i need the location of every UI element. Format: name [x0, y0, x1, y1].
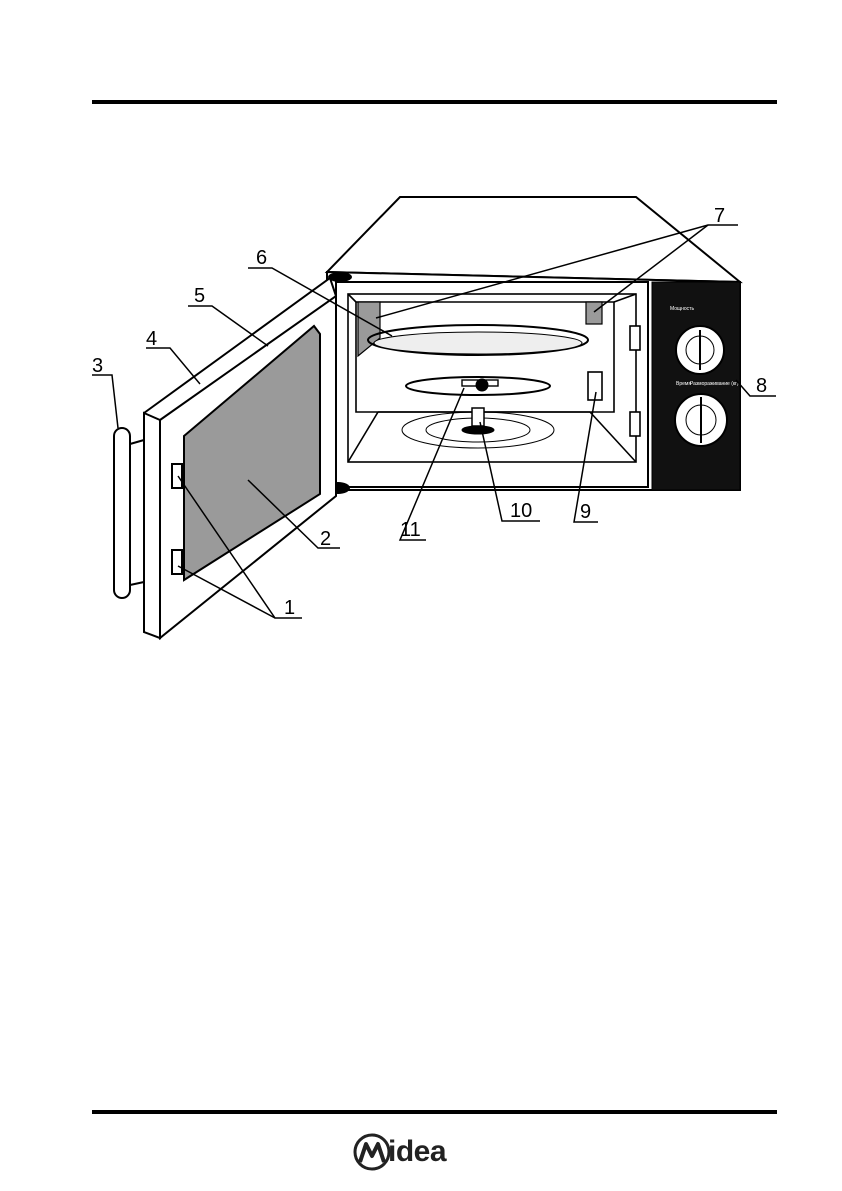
roller-ring: [405, 376, 551, 396]
callout-4: 4: [146, 328, 157, 350]
callout-6: 6: [256, 247, 267, 269]
defrost-label: Размораживание (кг): [690, 381, 739, 387]
callout-9: 9: [580, 501, 591, 523]
oven-cavity: [347, 293, 637, 463]
callout-11: 11: [400, 519, 421, 541]
callout-1: 1: [284, 597, 295, 619]
door-latch-bottom: [171, 549, 183, 575]
brand-logo: idea: [352, 1132, 447, 1172]
callout-2: 2: [320, 528, 331, 550]
callout-3: 3: [92, 355, 103, 377]
time-label: Время: [676, 381, 691, 387]
callout-7: 7: [714, 205, 725, 227]
brand-name: idea: [388, 1135, 447, 1168]
callout-5: 5: [194, 285, 205, 307]
footer-rule: [92, 1110, 777, 1114]
power-label: Мощность: [670, 306, 694, 312]
header-rule: [92, 100, 777, 104]
turntable-shaft: [401, 407, 555, 449]
glass-tray: [367, 324, 589, 356]
door-latch-top: [171, 463, 183, 489]
hinge-pad-top: [328, 272, 352, 282]
microwave-door: [113, 276, 338, 641]
callout-10: 10: [510, 500, 532, 522]
callout-8: 8: [756, 375, 767, 397]
control-panel: Мощность Время Размораживание (кг): [651, 281, 741, 491]
leader-lines: [92, 224, 776, 619]
latch-slots: [629, 325, 641, 437]
callout-numbers: 1 2 3 4 5 6 7 8 9 10 11: [92, 205, 767, 619]
midea-logo-icon: [353, 1133, 391, 1171]
door-window: [183, 324, 321, 582]
door-handle[interactable]: [113, 427, 131, 599]
